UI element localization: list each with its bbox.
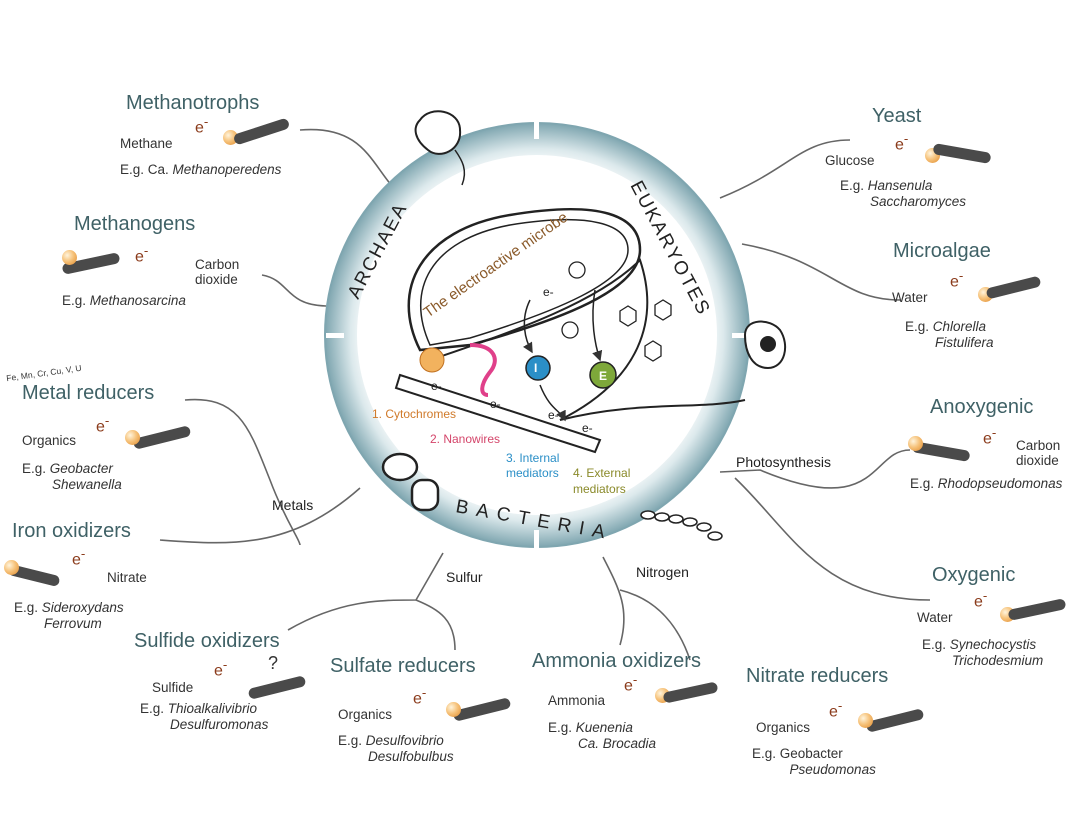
electron-symbol: e-	[983, 425, 997, 448]
anoxygenic-product-1: Carbon	[1016, 438, 1061, 453]
mechanism-external-1: 4. External	[573, 466, 631, 480]
connector-oxygenic	[734, 477, 931, 601]
sulfate-reducers-title: Sulfate reducers	[330, 655, 476, 677]
eukaryote-cell-icon	[743, 320, 787, 370]
electron-symbol: e-	[413, 685, 427, 708]
anoxygenic-example: E.g. Rhodopseudomonas	[910, 476, 1063, 491]
methanogens-title: Methanogens	[74, 213, 196, 235]
sulfate-reducers-example: E.g. Desulfovibrio Desulfobulbus	[338, 733, 454, 764]
mechanism-external-2: mediators	[573, 482, 626, 496]
floating-mediators	[561, 261, 672, 362]
connector-ammonia-oxidizers	[602, 556, 625, 646]
electron-symbol: e-	[829, 698, 843, 721]
sulfide-oxidizers-example: E.g. Thioalkalivibrio Desulfuromonas	[140, 701, 269, 732]
category-metals: Metals	[272, 497, 314, 513]
cell-ball	[858, 713, 873, 728]
methanogens-example: E.g. Methanosarcina	[62, 293, 186, 308]
yeast-example: E.g. Hansenula Saccharomyces	[840, 178, 967, 209]
svg-text:E: E	[599, 369, 607, 383]
electron-symbol: e-	[195, 114, 209, 137]
connector-methanogens	[261, 274, 327, 307]
svg-text:e-: e-	[431, 379, 442, 393]
electron-symbol: e-	[72, 546, 86, 569]
electron-symbol: e-	[96, 413, 110, 436]
archaea-organism-icon	[414, 110, 466, 186]
methanogens-product-1: Carbon	[195, 257, 240, 272]
mechanism-cytochromes: 1. Cytochromes	[372, 407, 457, 421]
svg-text:e-: e-	[548, 408, 559, 422]
microalgae-example: E.g. Chlorella Fistulifera	[905, 319, 994, 350]
ammonia-oxidizers-example: E.g. Kuenenia Ca. Brocadia	[548, 720, 657, 751]
mediator-arrows	[522, 289, 603, 422]
connector-methanotrophs	[299, 128, 393, 187]
metal-reducers-substrate: Organics	[22, 433, 77, 448]
methanotrophs-example: E.g. Ca. Methanoperedens	[120, 162, 282, 177]
connector-metal-reducers	[184, 398, 301, 546]
oxygenic-title: Oxygenic	[932, 564, 1016, 586]
connector-anoxygenic	[719, 449, 911, 489]
mechanism-internal-2: mediators	[506, 466, 559, 480]
cell-ball	[4, 560, 19, 575]
anoxygenic-title: Anoxygenic	[930, 396, 1034, 418]
yeast-title: Yeast	[872, 105, 922, 127]
cell-ball	[125, 430, 140, 445]
svg-text:e-: e-	[582, 421, 593, 435]
electron-symbol: e-	[974, 588, 988, 611]
connector-lines	[159, 128, 931, 661]
connector-yeast	[719, 139, 851, 199]
sulfide-oxidizers-question: ?	[268, 653, 279, 673]
electron-symbol: e-	[950, 268, 964, 291]
category-nitrogen: Nitrogen	[636, 564, 689, 580]
cytochrome-ball	[419, 347, 445, 373]
nitrate-reducers-example: E.g. Geobacter Pseudomonas	[752, 746, 876, 777]
cell-ball	[908, 436, 923, 451]
yeast-substrate: Glucose	[825, 153, 875, 168]
connector-iron-oxidizers	[159, 487, 361, 544]
electrode-rod	[394, 373, 602, 454]
category-photosynthesis: Photosynthesis	[736, 454, 831, 470]
connector-sulfide-oxidizers	[287, 552, 444, 631]
ammonia-oxidizers-title: Ammonia oxidizers	[532, 650, 701, 672]
methanogens-product-2: dioxide	[195, 272, 238, 287]
electron-symbol: e-	[624, 672, 638, 695]
sulfide-oxidizers-substrate: Sulfide	[152, 680, 194, 695]
cell-ball	[62, 250, 77, 265]
anoxygenic-product-2: dioxide	[1016, 453, 1059, 468]
nitrate-reducers-substrate: Organics	[756, 720, 811, 735]
methanotrophs-title: Methanotrophs	[126, 92, 260, 114]
nanowire	[469, 343, 497, 397]
connector-sulfate-reducers	[415, 599, 456, 651]
microalgae-title: Microalgae	[893, 240, 991, 262]
electron-symbol: e-	[895, 131, 909, 154]
microalgae-substrate: Water	[892, 290, 928, 305]
internal-mediator	[525, 355, 551, 381]
electroactive-microbe	[394, 208, 746, 454]
oxygenic-substrate: Water	[917, 610, 953, 625]
mechanism-nanowires: 2. Nanowires	[430, 432, 501, 446]
mechanism-internal-1: 3. Internal	[506, 451, 560, 465]
external-mediator	[589, 361, 617, 389]
metal-reducers-example: E.g. Geobacter Shewanella	[22, 461, 122, 492]
connector-microalgae	[741, 243, 901, 301]
oxygenic-example: E.g. Synechocystis Trichodesmium	[922, 637, 1044, 668]
bacteria-icons	[381, 452, 723, 541]
iron-oxidizers-product: Nitrate	[107, 570, 147, 585]
connector-nitrate-reducers	[619, 589, 691, 661]
metal-reducers-title: Metal reducers	[22, 382, 155, 404]
svg-text:I: I	[534, 361, 537, 375]
electron-symbol: e-	[214, 657, 228, 680]
cell-ball	[446, 702, 461, 717]
category-sulfur: Sulfur	[446, 569, 483, 585]
nitrate-reducers-title: Nitrate reducers	[746, 665, 889, 687]
iron-oxidizers-example: E.g. Sideroxydans Ferrovum	[14, 600, 124, 631]
iron-oxidizers-title: Iron oxidizers	[12, 520, 131, 542]
sulfate-reducers-substrate: Organics	[338, 707, 393, 722]
ammonia-oxidizers-substrate: Ammonia	[548, 693, 606, 708]
electron-symbol: e-	[135, 243, 149, 266]
sulfide-oxidizers-title: Sulfide oxidizers	[134, 630, 280, 652]
methanotrophs-substrate: Methane	[120, 136, 173, 151]
svg-text:e-: e-	[543, 285, 554, 299]
svg-text:e-: e-	[490, 397, 501, 411]
